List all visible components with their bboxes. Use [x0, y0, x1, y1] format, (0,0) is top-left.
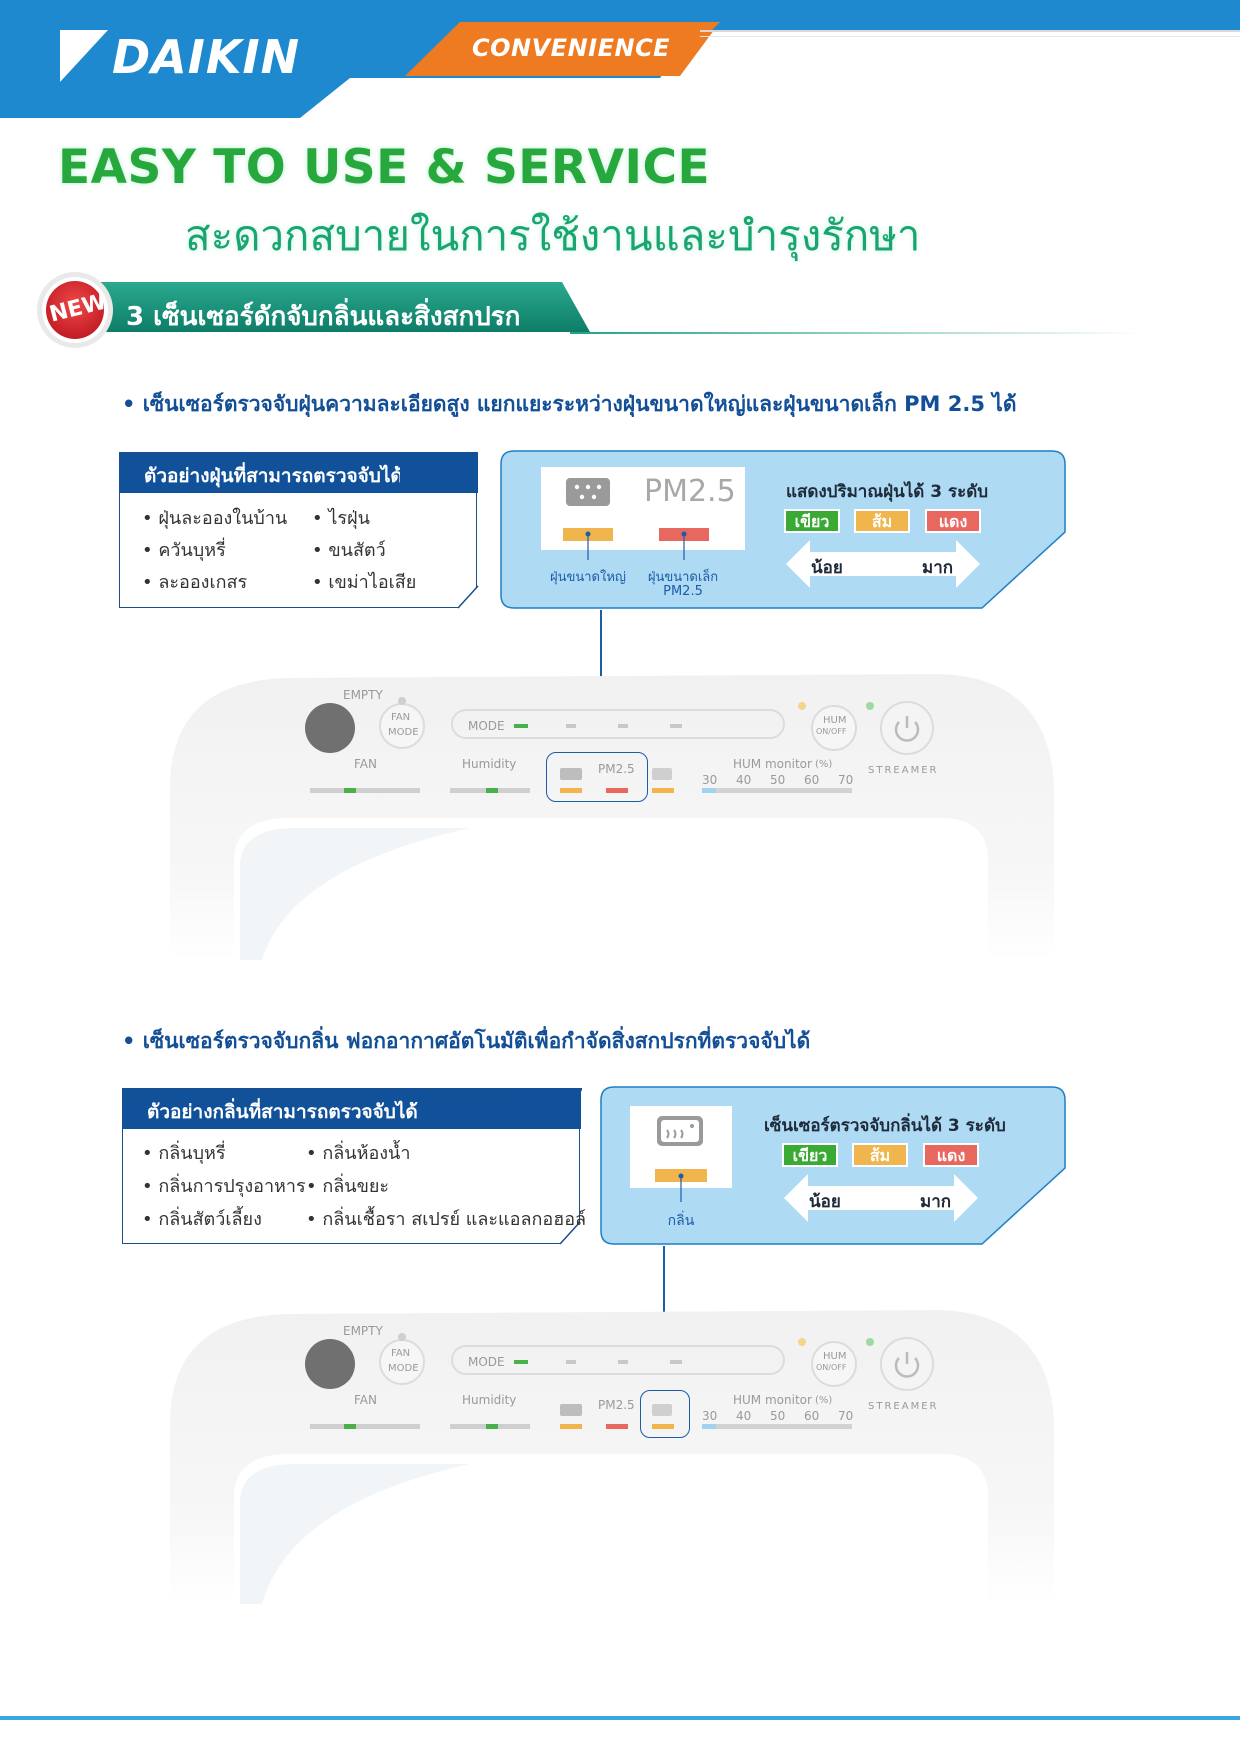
empty-label: EMPTY	[343, 688, 383, 702]
scale-50: 50	[770, 1409, 786, 1423]
pm25-panel-label: PM2.5	[598, 1398, 635, 1412]
small-dust-caption-pm: PM2.5	[663, 584, 703, 599]
pm25-panel-label: PM2.5	[598, 762, 635, 776]
dust-box-tab	[400, 452, 478, 492]
power-button-icon	[880, 1337, 934, 1391]
dust-example-item: • ขนสัตว์	[312, 540, 386, 561]
empty-label: EMPTY	[343, 1324, 383, 1338]
mode-label: MODE	[468, 719, 505, 733]
fan-mode-label-1: FAN	[391, 712, 411, 723]
fan-mode-label-2: MODE	[388, 1363, 419, 1374]
odor-caption-pointer	[678, 1173, 684, 1202]
odor-box-tab	[504, 1088, 582, 1128]
power-button-icon	[880, 701, 934, 755]
odor-example-item: • กลิ่นบุหรี่	[142, 1143, 226, 1164]
odor-box-corner	[558, 1220, 582, 1246]
sensor-dot-icon	[305, 1339, 355, 1389]
dust-levels-title: แสดงปริมาณฝุ่นได้ 3 ระดับ	[786, 482, 989, 502]
fan-mode-label-1: FAN	[391, 1348, 411, 1359]
hum-monitor-unit: (%)	[815, 759, 833, 770]
odor-level-arrow	[784, 1174, 978, 1222]
device-indicators-1	[310, 697, 874, 793]
category-tag: CONVENIENCE	[472, 34, 671, 62]
scale-60: 60	[804, 1409, 820, 1423]
large-dust-caption: ฝุ่นขนาดใหญ่	[549, 570, 626, 585]
mode-label: MODE	[468, 1355, 505, 1369]
odor-highlight-ring	[640, 1390, 690, 1438]
level-orange: ส้ม	[852, 1143, 908, 1167]
dust-sensor-icon	[566, 478, 610, 506]
streamer-label: STREAMER	[868, 765, 939, 776]
level-red: แดง	[925, 509, 981, 533]
dust-box-corner	[456, 584, 480, 610]
page-title: EASY TO USE & SERVICE	[58, 140, 711, 195]
humidity-label: Humidity	[462, 757, 517, 771]
footer-rule	[0, 1716, 1240, 1720]
dust-example-item: • ฝุ่นละอองในบ้าน	[142, 508, 288, 529]
hum-button-label-1: HUM	[823, 715, 847, 726]
dust-arrow-low: น้อย	[811, 558, 843, 578]
brand-logo: DAIKIN	[112, 30, 301, 84]
hum-button-icon	[811, 1341, 857, 1387]
odor-arrow-low: น้อย	[809, 1192, 841, 1212]
odor-example-item: • กลิ่นเชื้อรา สเปรย์ และแอลกอฮอล์	[306, 1209, 587, 1230]
pm25-highlight-ring	[546, 752, 648, 802]
scale-30: 30	[702, 773, 718, 787]
scale-70: 70	[838, 773, 854, 787]
streamer-label: STREAMER	[868, 1401, 939, 1412]
section-banner	[37, 272, 1140, 348]
dust-example-item: • ควันบุหรี่	[142, 540, 226, 561]
odor-caption: กลิ่น	[667, 1213, 695, 1229]
scale-40: 40	[736, 773, 752, 787]
dust-example-item: • เขม่าไอเสีย	[312, 572, 417, 593]
sensor-dot-icon	[305, 703, 355, 753]
hum-button-icon	[811, 705, 857, 751]
odor-example-item: • กลิ่นสัตว์เลี้ยง	[142, 1209, 262, 1230]
odor-example-item: • กลิ่นขยะ	[306, 1176, 390, 1197]
pm25-label: PM2.5	[644, 474, 736, 509]
small-dust-caption: ฝุ่นขนาดเล็ก	[647, 570, 719, 585]
odor-example-item: • กลิ่นการปรุงอาหาร	[142, 1176, 306, 1197]
level-red: แดง	[923, 1143, 979, 1167]
odor-levels-title: เซ็นเซอร์ตรวจจับกลิ่นได้ 3 ระดับ	[764, 1116, 1006, 1136]
dust-example-item: • ละอองเกสร	[142, 572, 248, 593]
level-green: เขียว	[784, 509, 840, 533]
hum-monitor-unit: (%)	[815, 1395, 833, 1406]
scale-50: 50	[770, 773, 786, 787]
odor-sensor-icon	[657, 1116, 703, 1146]
header-rule	[700, 30, 1240, 32]
fan-label: FAN	[354, 1393, 377, 1407]
hum-monitor-label: HUM monitor	[733, 757, 812, 771]
device-indicators-2	[310, 1333, 874, 1429]
header-rule-thin	[700, 36, 1240, 37]
level-green: เขียว	[782, 1143, 838, 1167]
banner-title: 3 เซ็นเซอร์ดักจับกลิ่นและสิ่งสกปรก	[126, 302, 521, 332]
hum-button-label-2: ON/OFF	[816, 1363, 847, 1372]
dust-level-arrow	[786, 540, 980, 588]
hum-button-label-1: HUM	[823, 1351, 847, 1362]
odor-example-item: • กลิ่นห้องน้ำ	[306, 1143, 411, 1164]
fan-mode-label-2: MODE	[388, 727, 419, 738]
daikin-logo-icon	[60, 30, 108, 82]
dust-example-item: • ไรฝุ่น	[312, 508, 370, 529]
hum-button-label-2: ON/OFF	[816, 727, 847, 736]
fan-label: FAN	[354, 757, 377, 771]
scale-60: 60	[804, 773, 820, 787]
page-subtitle: สะดวกสบายในการใช้งานและบำรุงรักษา	[185, 211, 921, 260]
hum-monitor-label: HUM monitor	[733, 1393, 812, 1407]
dust-caption-pointers	[585, 531, 687, 560]
dust-bullet: • เซ็นเซอร์ตรวจจับฝุ่นความละเอียดสูง แยก…	[122, 392, 1017, 416]
scale-70: 70	[838, 1409, 854, 1423]
scale-40: 40	[736, 1409, 752, 1423]
level-orange: ส้ม	[854, 509, 910, 533]
header-graphic	[0, 0, 1240, 118]
humidity-label: Humidity	[462, 1393, 517, 1407]
scale-30: 30	[702, 1409, 718, 1423]
dust-arrow-high: มาก	[922, 558, 954, 578]
odor-bullet: • เซ็นเซอร์ตรวจจับกลิ่น ฟอกอากาศอัตโนมัต…	[122, 1029, 811, 1053]
odor-arrow-high: มาก	[920, 1192, 952, 1212]
